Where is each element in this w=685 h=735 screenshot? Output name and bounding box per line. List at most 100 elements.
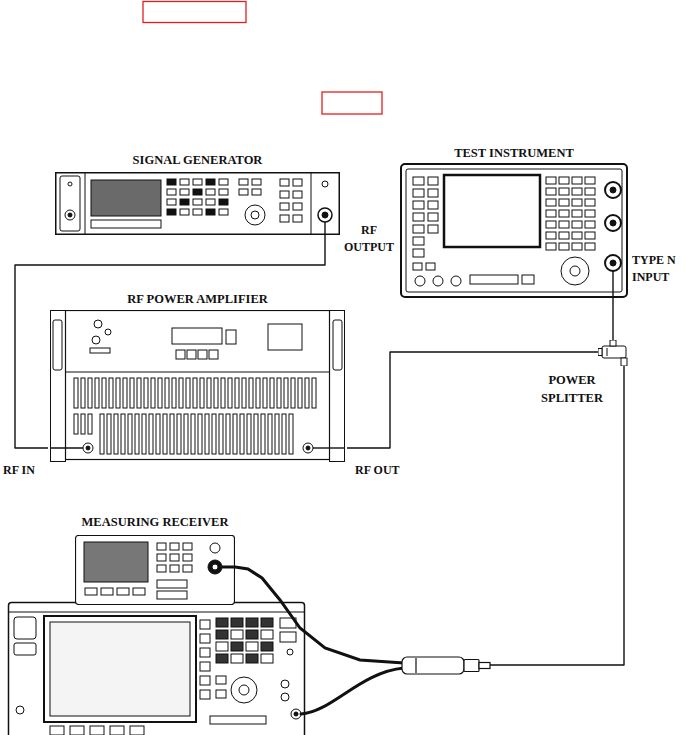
spectrum-analyzer-part: [200, 662, 210, 671]
rf-power-amplifier-drawing-part-part: [105, 329, 111, 335]
signal-generator-drawing-part-part: [239, 189, 248, 195]
spectrum-analyzer-part: [246, 618, 258, 627]
rf-power-amplifier-drawing-part-part: [88, 414, 92, 434]
signal-generator-drawing: [55, 172, 340, 235]
signal-generator-drawing-part-part: [293, 179, 302, 186]
test-instrument-drawing-part-part: [605, 255, 621, 271]
rf-power-amplifier-drawing-part-part: [170, 414, 174, 454]
test-instrument-drawing-part-part: [426, 263, 435, 270]
spectrum-analyzer-part: [210, 716, 266, 724]
spectrum-analyzer-part: [110, 726, 124, 735]
test-instrument-drawing-part-part: [444, 175, 540, 247]
signal-generator-drawing-part-part: [318, 208, 332, 222]
rf-power-amplifier-drawing-part-part: [179, 378, 183, 408]
rf-power-amplifier-drawing-part: [50, 311, 345, 462]
rf-power-amplifier-drawing-part-part: [142, 414, 146, 454]
signal-generator-drawing-part-part: [219, 199, 228, 205]
test-instrument-drawing-part-part: [610, 260, 616, 266]
measuring-receiver-drawing-part-part: [183, 565, 192, 572]
rf-power-amplifier-drawing-part-part: [303, 443, 313, 453]
rf-power-amplifier-drawing-part-part: [94, 320, 102, 328]
signal-generator-drawing-part: [56, 173, 340, 235]
test-instrument-drawing-part-part: [585, 232, 595, 239]
test-instrument-drawing-part-part: [428, 189, 438, 197]
rf-power-amplifier-drawing-part-part: [306, 446, 310, 450]
reference-box-part: [322, 92, 382, 114]
rf-power-amplifier-drawing-part-part: [74, 414, 78, 434]
power-splitter-drawing-part-part: [610, 340, 616, 346]
test-instrument-drawing-part-part: [546, 243, 556, 250]
rf-power-amplifier-drawing-part-part: [123, 378, 127, 408]
signal-generator-drawing-part-part: [167, 209, 176, 215]
test-instrument-drawing-part-part: [559, 221, 569, 228]
test-instrument-drawing-part-part: [570, 266, 580, 276]
sensor-cable-part: [301, 668, 404, 714]
rf-power-amplifier-drawing-part-part: [330, 311, 345, 462]
test-instrument-drawing-part-part: [572, 188, 582, 195]
test-instrument-drawing-part-part: [428, 177, 438, 185]
port-label: TYPE N INPUT: [632, 252, 682, 287]
signal-generator-drawing-part-part: [252, 179, 261, 185]
measuring-receiver-drawing-part-part: [157, 543, 166, 550]
test-instrument-drawing-part-part: [413, 177, 424, 185]
signal-generator-drawing-part-part: [193, 179, 202, 185]
measuring-receiver-drawing-part-part: [183, 543, 192, 550]
measuring-receiver-drawing-part-part: [157, 554, 166, 561]
rf-power-amplifier-drawing-part-part: [240, 414, 244, 454]
test-instrument-drawing-part-part: [585, 188, 595, 195]
power-sensor-part: [479, 663, 490, 669]
power-splitter-drawing-part-part: [621, 358, 627, 366]
spectrum-analyzer-part: [200, 648, 210, 657]
signal-generator-drawing-part-part: [180, 179, 189, 185]
rf-power-amplifier-drawing-part-part: [284, 378, 288, 408]
rf-power-amplifier-drawing-part-part: [128, 414, 132, 454]
test-instrument-drawing-part-part: [559, 177, 569, 184]
test-instrument-drawing-part-part: [546, 188, 556, 195]
spectrum-analyzer-part: [294, 712, 298, 716]
rf-power-amplifier-drawing-part-part: [74, 378, 78, 408]
spectrum-analyzer-part: [261, 618, 273, 627]
test-instrument-drawing-part-part: [585, 221, 595, 228]
spectrum-analyzer-part: [9, 603, 305, 735]
spectrum-analyzer-part: [200, 634, 210, 643]
rf-power-amplifier-drawing-part-part: [214, 378, 218, 408]
rf-power-amplifier-drawing-part-part: [116, 378, 120, 408]
rf-power-amplifier-drawing-part-part: [263, 378, 267, 408]
spectrum-analyzer-part: [216, 618, 228, 627]
power-sensor-part: [402, 657, 464, 674]
signal-generator-drawing-part-part: [245, 205, 265, 225]
signal-generator-drawing-part-part: [293, 191, 302, 198]
power-sensor: [402, 657, 490, 674]
rf-power-amplifier-drawing-part-part: [298, 378, 302, 408]
rf-power-amplifier-drawing-part-part: [282, 414, 286, 454]
spectrum-analyzer-part: [281, 680, 289, 688]
rf-power-amplifier-drawing-part-part: [200, 378, 204, 408]
rf-power-amplifier-drawing-part-part: [100, 414, 104, 454]
signal-generator-drawing-part-part: [280, 203, 289, 210]
spectrum-analyzer-part: [231, 642, 243, 651]
signal-generator-drawing-part-part: [206, 199, 215, 205]
test-instrument-drawing-part-part: [572, 199, 582, 206]
rf-power-amplifier-drawing-part-part: [107, 414, 111, 454]
spectrum-analyzer-part: [70, 726, 84, 735]
rf-power-amplifier: RF POWER AMPLIFIER: [48, 292, 347, 462]
rf-power-amplifier-drawing-part-part: [256, 378, 260, 408]
test-instrument-drawing-part-part: [610, 220, 616, 226]
spectrum-analyzer-part: [231, 654, 243, 663]
rf-power-amplifier-drawing-part-part: [268, 414, 272, 454]
spectrum-analyzer-part: [90, 726, 104, 735]
rf-power-amplifier-drawing-part-part: [137, 378, 141, 408]
rf-power-amplifier-drawing-part-part: [226, 414, 230, 454]
spectrum-analyzer-part: [216, 630, 228, 639]
signal-generator-drawing-part-part: [91, 220, 161, 228]
spectrum-analyzer-part: [216, 654, 228, 663]
test-instrument-drawing-part-part: [559, 199, 569, 206]
rf-power-amplifier-drawing-part-part: [158, 378, 162, 408]
signal-generator-drawing-part-part: [280, 215, 289, 222]
rf-power-amplifier-drawing-part-part: [81, 414, 85, 434]
measuring-receiver-drawing-part-part: [210, 543, 220, 553]
signal-generator-drawing-part-part: [324, 222, 325, 235]
test-instrument-drawing-part: [401, 164, 627, 298]
rf-power-amplifier-drawing-part-part: [51, 311, 66, 462]
